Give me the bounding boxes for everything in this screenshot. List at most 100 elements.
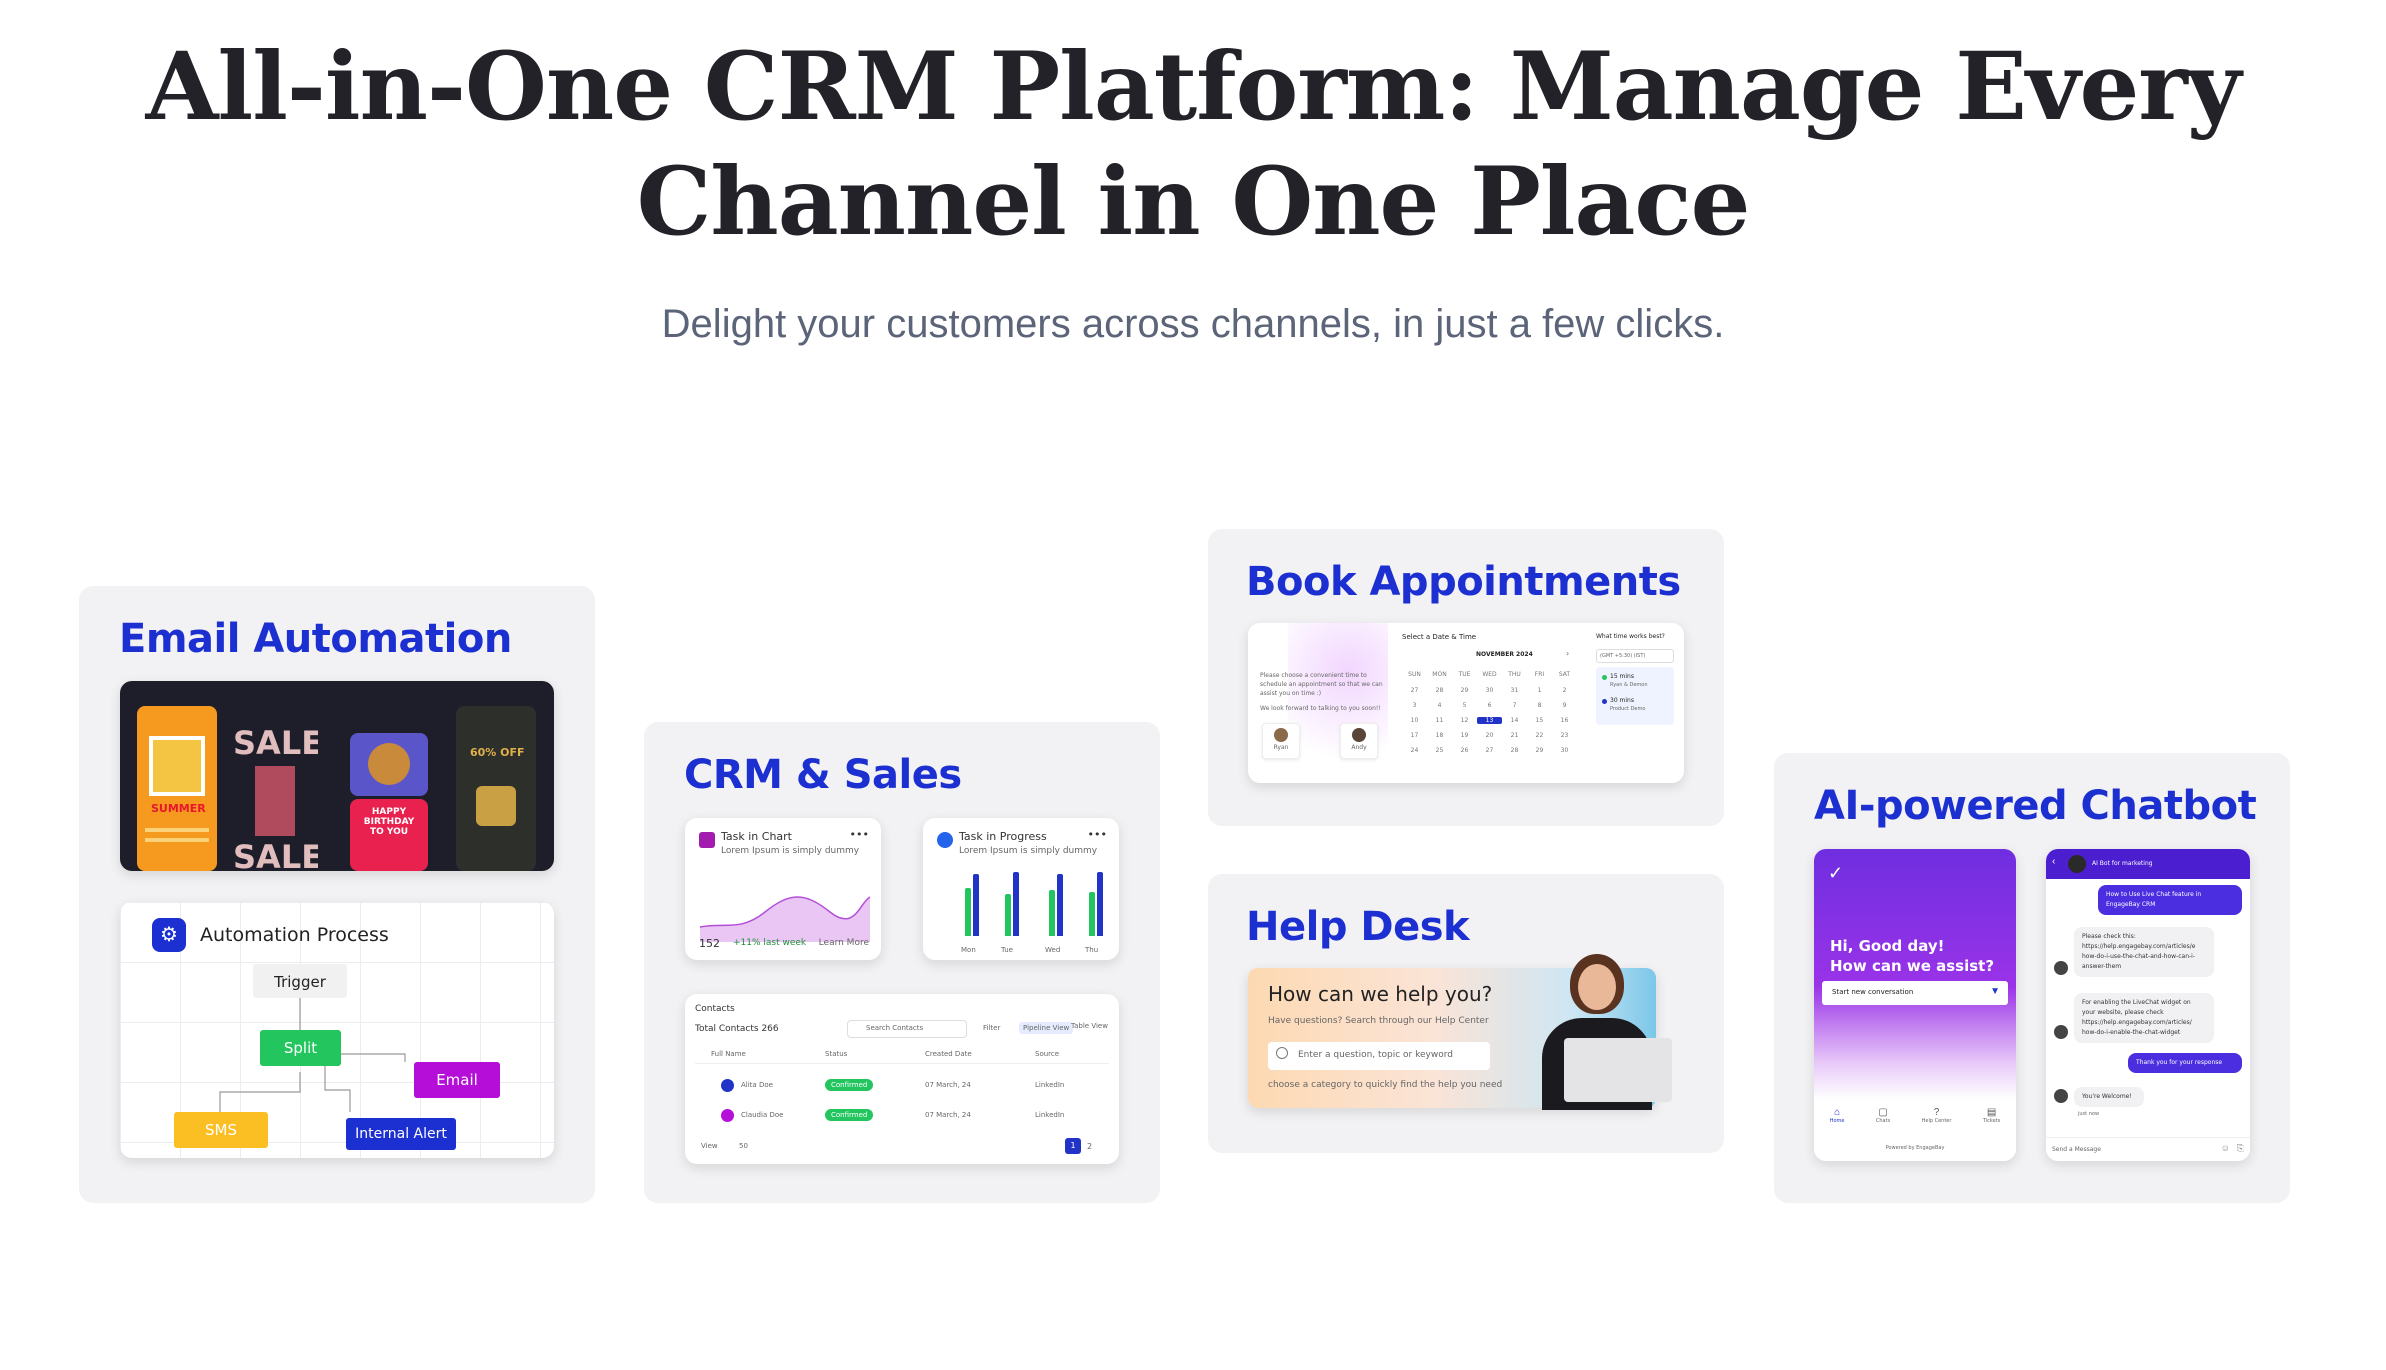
help-desk-card[interactable]: Help Desk How can we help you? Have ques… [1208,874,1724,1153]
furniture-template: 60% OFF [456,706,536,871]
col-status: Status [825,1050,848,1058]
nav-home[interactable]: ⌂Home [1830,1107,1845,1137]
calendar-day[interactable]: 30 [1485,687,1494,694]
more-icon[interactable]: ••• [849,828,869,841]
slot-dot [1602,675,1607,680]
calendar-day[interactable]: 6 [1487,702,1492,709]
message-input[interactable]: Send a Message ☺ ⎘ [2046,1137,2250,1161]
select-date-label: Select a Date & Time [1402,633,1477,641]
calendar-day[interactable]: 13 [1477,717,1502,724]
nav-chats[interactable]: ▢Chats [1876,1107,1890,1137]
help-hint: choose a category to quickly find the he… [1268,1080,1503,1090]
trigger-node[interactable]: Trigger [253,964,347,998]
calendar-day[interactable]: 16 [1560,717,1569,724]
calendar-day[interactable]: 29 [1460,687,1469,694]
nav-help-center[interactable]: ?Help Center [1922,1107,1952,1137]
calendar-day[interactable]: 7 [1512,702,1517,709]
table-row[interactable]: Claudia Doe Confirmed 07 March, 24 Linke… [695,1106,1109,1126]
progress-icon [937,832,953,848]
person-andy[interactable]: Andy [1340,723,1378,759]
calendar-day[interactable]: 12 [1460,717,1469,724]
sms-node[interactable]: SMS [174,1112,268,1148]
calendar-day[interactable]: 28 [1510,747,1519,754]
nav-help-label: Help Center [1921,1118,1952,1124]
start-conversation-button[interactable]: Start new conversation ▼ [1822,981,2008,1005]
slot-time[interactable]: 15 mins [1610,673,1634,680]
calendar-day[interactable]: 24 [1410,747,1419,754]
status-badge: Confirmed [825,1079,874,1091]
next-month-button[interactable]: › [1566,649,1570,658]
page-subtitle: Delight your customers across channels, … [661,302,1725,346]
back-icon[interactable]: ‹ [2052,856,2056,867]
book-appointments-title: Book Appointments [1246,559,1681,605]
task-in-progress-title: Task in Progress [959,830,1047,843]
calendar-day[interactable]: 26 [1460,747,1469,754]
pipeline-view-button[interactable]: Pipeline View [1019,1022,1074,1034]
search-icon [1276,1047,1288,1059]
per-page-select[interactable]: 50 [739,1142,748,1150]
page-1-button[interactable]: 1 [1065,1138,1081,1154]
email-automation-card[interactable]: Email Automation SUMMER SALE SALE HAPPY … [79,586,595,1203]
split-node[interactable]: Split [260,1030,341,1066]
calendar-day[interactable]: 18 [1435,732,1444,739]
chart-value: 152 [699,937,720,950]
status-badge: Confirmed [825,1109,874,1121]
table-view-button[interactable]: Table View [1071,1022,1108,1030]
slot-time[interactable]: 30 mins [1610,697,1634,704]
calendar-day[interactable]: 2 [1562,687,1567,694]
calendar-day[interactable]: 4 [1437,702,1442,709]
more-icon[interactable]: ••• [1087,828,1107,841]
calendar-day[interactable]: 10 [1410,717,1419,724]
bot-avatar [2054,961,2068,975]
calendar-day[interactable]: 31 [1510,687,1519,694]
contacts-search-input[interactable]: Search Contacts [847,1020,967,1038]
task-in-chart-title: Task in Chart [721,830,792,843]
calendar-day[interactable]: 19 [1460,732,1469,739]
calendar-day[interactable]: 28 [1435,687,1444,694]
calendar-day[interactable]: 21 [1510,732,1519,739]
calendar-day[interactable]: 8 [1537,702,1542,709]
calendar-day[interactable]: 27 [1410,687,1419,694]
calendar-day[interactable]: 9 [1562,702,1567,709]
col-full-name: Full Name [711,1050,746,1058]
filter-button[interactable]: Filter [983,1024,1001,1032]
calendar-day[interactable]: 25 [1435,747,1444,754]
booking-note: We look forward to talking to you soon!! [1260,705,1381,712]
calendar-day[interactable]: 11 [1435,717,1444,724]
emoji-icon[interactable]: ☺ [2220,1143,2230,1153]
support-agent-image [1514,954,1684,1124]
sale-text: SALE [233,726,318,762]
crm-sales-title: CRM & Sales [684,752,962,798]
page-2-button[interactable]: 2 [1087,1142,1093,1151]
contact-name: Alita Doe [741,1081,773,1089]
calendar-day[interactable]: 1 [1537,687,1542,694]
calendar-day[interactable]: 27 [1485,747,1494,754]
help-search-input[interactable]: Enter a question, topic or keyword [1268,1042,1490,1070]
weekday: SAT [1558,671,1571,678]
automation-process-title: Automation Process [200,924,389,946]
crm-sales-card[interactable]: CRM & Sales Task in Chart Lorem Ipsum is… [644,722,1160,1203]
nav-tickets[interactable]: ▤Tickets [1983,1107,2000,1137]
calendar-day[interactable]: 29 [1535,747,1544,754]
email-node[interactable]: Email [414,1062,500,1098]
internal-alert-node[interactable]: Internal Alert [346,1118,456,1150]
ticket-icon: ▤ [1986,1107,1997,1118]
contacts-total: Total Contacts 266 [695,1024,779,1034]
help-icon: ? [1933,1107,1940,1118]
calendar-day[interactable]: 20 [1485,732,1494,739]
timezone-select[interactable]: (GMT +5:30) (IST) [1596,649,1674,663]
learn-more-link[interactable]: Learn More [818,938,869,948]
calendar-day[interactable]: 30 [1560,747,1569,754]
calendar-day[interactable]: 17 [1410,732,1419,739]
calendar-day[interactable]: 5 [1462,702,1467,709]
book-appointments-card[interactable]: Book Appointments Please choose a conven… [1208,529,1724,826]
attach-icon[interactable]: ⎘ [2236,1143,2244,1153]
calendar-day[interactable]: 3 [1412,702,1417,709]
person-ryan[interactable]: Ryan [1262,723,1300,759]
ai-chatbot-card[interactable]: AI-powered Chatbot ✓ Hi, Good day! How c… [1774,753,2290,1203]
calendar-day[interactable]: 15 [1535,717,1544,724]
calendar-day[interactable]: 14 [1510,717,1519,724]
table-row[interactable]: Alita Doe Confirmed 07 March, 24 LinkedI… [695,1076,1109,1096]
calendar-day[interactable]: 23 [1560,732,1569,739]
calendar-day[interactable]: 22 [1535,732,1544,739]
